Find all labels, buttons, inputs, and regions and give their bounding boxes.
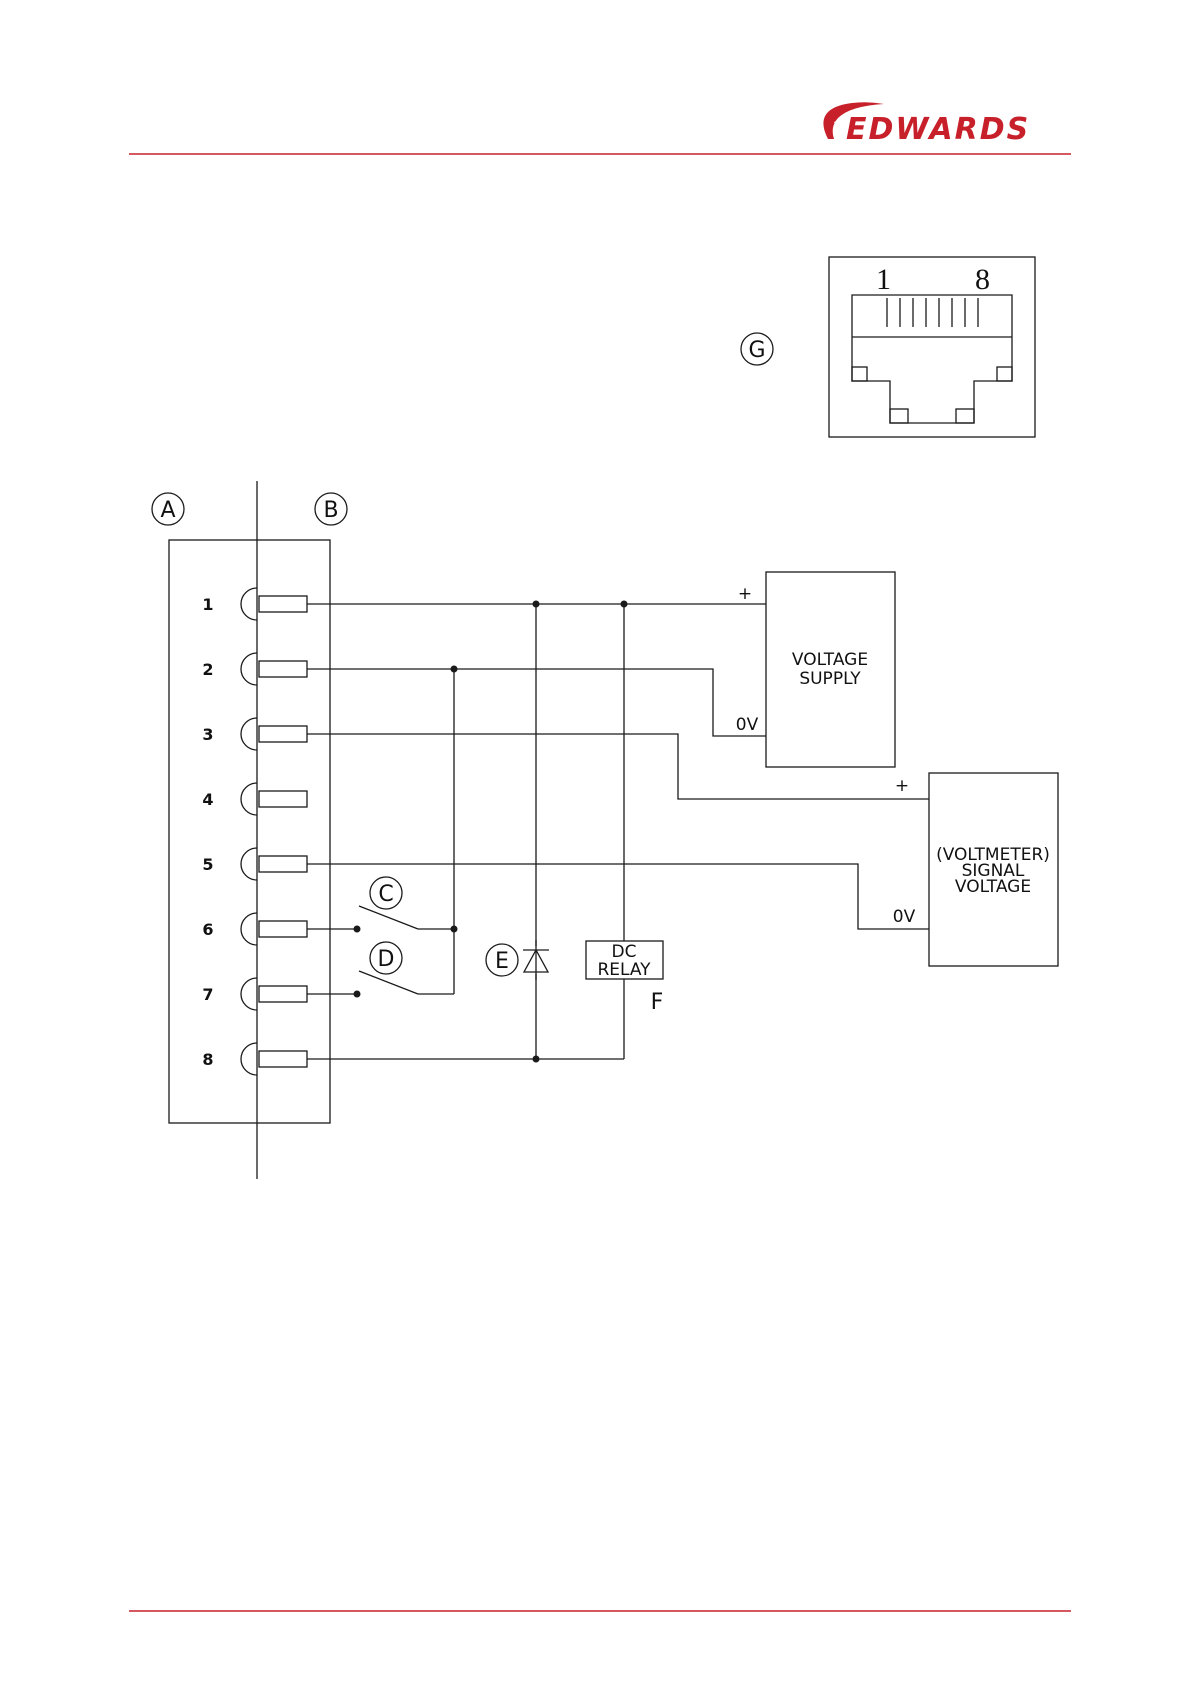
svg-text:B: B	[323, 498, 338, 523]
pin-contact	[259, 596, 307, 612]
svg-text:C: C	[378, 882, 393, 907]
svg-text:D: D	[378, 947, 395, 972]
pin-socket-arc	[241, 848, 257, 880]
voltage-supply: VOLTAGE SUPPLY + 0V	[736, 572, 895, 767]
pin-socket-arc	[241, 1043, 257, 1075]
pin-socket-arc	[241, 913, 257, 945]
pin-contact	[259, 791, 307, 807]
pin-number: 4	[202, 790, 213, 809]
pin-number: 8	[202, 1050, 213, 1069]
supply-0v-label: 0V	[736, 715, 759, 735]
callout-c: C	[370, 877, 402, 909]
pin-number: 6	[202, 920, 213, 939]
pin-contact	[259, 661, 307, 677]
pin-contact	[259, 856, 307, 872]
junction-dots	[354, 601, 628, 1063]
svg-text:E: E	[495, 949, 509, 974]
pin-socket-arc	[241, 588, 257, 620]
brand-name: EDWARDS	[846, 112, 1030, 147]
pin-5: 5	[202, 848, 307, 880]
svg-text:A: A	[160, 498, 175, 523]
pin-socket-arc	[241, 783, 257, 815]
svg-text:DC: DC	[612, 942, 637, 962]
callout-f: F	[651, 990, 664, 1015]
pin-contact	[259, 921, 307, 937]
voltmeter-0v-label: 0V	[893, 907, 916, 927]
pin-2: 2	[202, 653, 307, 685]
pin-socket-arc	[241, 978, 257, 1010]
supply-plus-label: +	[738, 584, 752, 604]
pin-number: 7	[202, 985, 213, 1004]
pin-8: 8	[202, 1043, 307, 1075]
pin-3: 3	[202, 718, 307, 750]
brand-logo: EDWARDS	[823, 102, 1030, 147]
pin-contact	[259, 726, 307, 742]
pin-terminals: 1 2 3 4 5 6 7 8	[202, 588, 307, 1075]
svg-text:SUPPLY: SUPPLY	[799, 669, 861, 689]
rj45-connector-face: 1 8	[829, 257, 1035, 437]
pin-socket-arc	[241, 653, 257, 685]
connector-pin-last: 8	[975, 263, 990, 296]
callout-d: D	[370, 942, 402, 974]
callout-g: G	[741, 333, 773, 365]
voltmeter: (VOLTMETER) SIGNAL VOLTAGE + 0V	[893, 773, 1058, 966]
callout-a: A	[152, 493, 184, 525]
svg-text:RELAY: RELAY	[597, 960, 651, 980]
pin-number: 3	[202, 725, 213, 744]
svg-text:VOLTAGE: VOLTAGE	[955, 877, 1031, 897]
pin-number: 5	[202, 855, 213, 874]
pin-1: 1	[202, 588, 307, 620]
pin-socket-arc	[241, 718, 257, 750]
callout-b: B	[315, 493, 347, 525]
pin-7: 7	[202, 978, 307, 1010]
pin-6: 6	[202, 913, 307, 945]
svg-text:VOLTAGE: VOLTAGE	[792, 650, 868, 670]
dc-relay: DC RELAY	[586, 941, 663, 980]
pin-contact	[259, 986, 307, 1002]
connector-body	[169, 540, 330, 1123]
pin-number: 1	[202, 595, 213, 614]
pin-contact	[259, 1051, 307, 1067]
pin-4: 4	[202, 783, 307, 815]
connector-outline	[829, 257, 1035, 437]
diode-icon	[522, 940, 550, 980]
voltmeter-plus-label: +	[895, 776, 909, 796]
connector-pin-first: 1	[876, 263, 891, 296]
pin-number: 2	[202, 660, 213, 679]
callout-e: E	[486, 944, 518, 976]
svg-text:G: G	[748, 338, 765, 363]
